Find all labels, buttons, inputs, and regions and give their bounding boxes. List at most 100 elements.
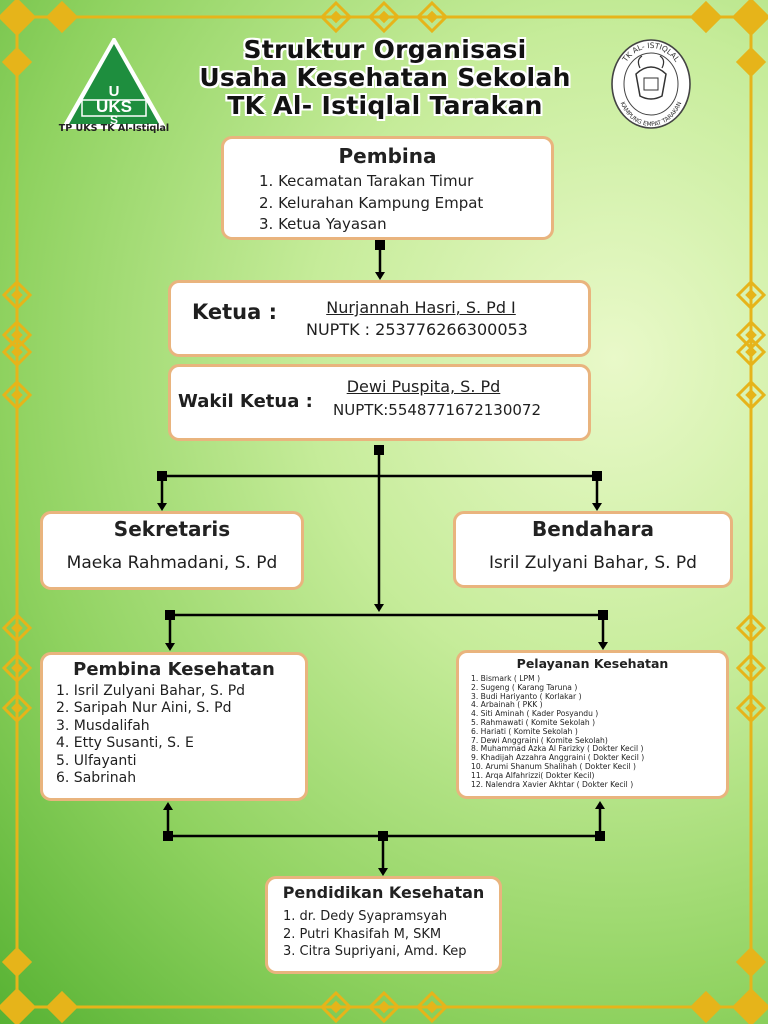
list-item: 2. Sugeng ( Karang Taruna )	[471, 682, 578, 692]
list-item: 2. Putri Khasifah M, SKM	[283, 926, 442, 942]
pembina-title: Pembina	[338, 144, 437, 168]
list-item: 1. dr. Dedy Syapramsyah	[283, 909, 448, 924]
title-line-3: TK Al- Istiqlal Tarakan	[227, 91, 543, 120]
arrow-down	[157, 503, 167, 511]
frame-diamond-core	[745, 622, 757, 634]
list-item: 12. Nalendra Xavier Akhtar ( Dokter Keci…	[471, 779, 634, 789]
pendidikan-kesehatan-title: Pendidikan Kesehatan	[282, 883, 485, 902]
frame-diamond	[735, 46, 767, 78]
arrow-down	[375, 272, 385, 280]
frame-diamond-core	[11, 662, 23, 674]
arrow-down	[378, 868, 388, 876]
frame-diamond-core	[745, 702, 757, 714]
arrow-down	[592, 503, 602, 511]
list-item: 3. Ketua Yayasan	[259, 215, 387, 233]
bendahara-box: Bendahara Isril Zulyani Bahar, S. Pd	[453, 511, 733, 588]
ketua-label: Ketua :	[192, 300, 278, 324]
frame-diamond	[735, 279, 767, 311]
title-line-1: Struktur Organisasi	[243, 35, 527, 64]
list-item: 5. Rahmawati ( Komite Sekolah )	[471, 717, 596, 727]
list-item: 11. Arqa Alfahrizzi( Dokter Kecil)	[471, 770, 595, 780]
list-item: 3. Citra Supriyani, Amd. Kep	[283, 944, 467, 959]
frame-diamond-core	[745, 662, 757, 674]
frame-diamond-core	[377, 10, 391, 24]
list-item: 2. Saripah Nur Aini, S. Pd	[56, 700, 232, 717]
frame-diamond	[1, 46, 33, 78]
frame-diamond-core	[11, 346, 23, 358]
wakil-ketua-name: Dewi Puspita, S. Pd	[346, 377, 501, 396]
arrow-down	[165, 643, 175, 651]
list-item: 6. Hariati ( Komite Sekolah )	[471, 726, 578, 736]
frame-diamond-core	[745, 346, 757, 358]
frame-diamond	[1, 652, 33, 684]
frame-diamond-core	[377, 1000, 391, 1014]
frame-diamond	[731, 987, 768, 1024]
pembina-kesehatan-title: Pembina Kesehatan	[73, 659, 275, 680]
frame-diamond	[735, 946, 767, 978]
bendahara-name: Isril Zulyani Bahar, S. Pd	[489, 553, 697, 573]
frame-diamond-core	[11, 389, 23, 401]
pendidikan-kesehatan-list: 1. dr. Dedy Syapramsyah 2. Putri Khasifa…	[283, 908, 499, 961]
frame-diamond	[689, 0, 723, 34]
frame-diamond	[415, 990, 449, 1024]
pembina-kesehatan-list: 1. Isril Zulyani Bahar, S. Pd 2. Saripah…	[56, 683, 305, 787]
arrow-down	[598, 642, 608, 650]
svg-text:U: U	[109, 83, 120, 100]
list-item: 1. Bismark ( LPM )	[471, 674, 541, 683]
list-item: 1. Kecamatan Tarakan Timur	[259, 172, 474, 190]
frame-diamond	[1, 946, 33, 978]
ketua-name: Nurjannah Hasri, S. Pd I	[326, 298, 516, 317]
title-line-2: Usaha Kesehatan Sekolah	[199, 63, 571, 92]
frame-diamond	[1, 692, 33, 724]
frame-diamond	[735, 692, 767, 724]
frame-diamond-core	[745, 289, 757, 301]
school-seal: TK AL- ISTIQLAL KAMPUNG EMPAT TARAKAN	[611, 39, 691, 129]
list-item: 6. Sabrinah	[56, 770, 137, 787]
ketua-nuptk: NUPTK : 253776266300053	[306, 320, 528, 339]
frame-diamond-core	[329, 10, 343, 24]
frame-diamond	[319, 0, 353, 34]
frame-diamond	[735, 379, 767, 411]
frame-diamond	[1, 379, 33, 411]
frame-diamond	[367, 990, 401, 1024]
pelayanan-kesehatan-box: Pelayanan Kesehatan 1. Bismark ( LPM ) 2…	[456, 650, 729, 799]
frame-diamond	[0, 0, 37, 37]
frame-diamond	[731, 0, 768, 37]
frame-diamond	[0, 987, 37, 1024]
pembina-box: Pembina 1. Kecamatan Tarakan Timur 2. Ke…	[221, 136, 554, 240]
frame-diamond-core	[745, 389, 757, 401]
uks-logo-text: UKS	[96, 97, 132, 116]
frame-diamond-core	[11, 702, 23, 714]
frame-diamond	[415, 0, 449, 34]
frame-diamond-core	[329, 1000, 343, 1014]
arrow-down	[374, 604, 384, 612]
pendidikan-kesehatan-box: Pendidikan Kesehatan 1. dr. Dedy Syapram…	[265, 876, 502, 974]
sekretaris-name: Maeka Rahmadani, S. Pd	[66, 553, 278, 573]
pembina-list: 1. Kecamatan Tarakan Timur 2. Kelurahan …	[259, 171, 551, 236]
pelayanan-kesehatan-list: 1. Bismark ( LPM ) 2. Sugeng ( Karang Ta…	[471, 674, 726, 789]
frame-diamond-core	[11, 622, 23, 634]
connector-lines	[157, 240, 608, 876]
frame-diamond-core	[745, 329, 757, 341]
list-item: 1. Isril Zulyani Bahar, S. Pd	[56, 683, 246, 699]
frame-diamond-core	[425, 10, 439, 24]
list-item: 8. Muhammad Azka Al Farizky ( Dokter Kec…	[471, 744, 644, 754]
frame-diamond-core	[11, 329, 23, 341]
sekretaris-title: Sekretaris	[113, 517, 231, 541]
list-item: 10. Arumi Shanum Shalihah ( Dokter Kecil…	[471, 761, 636, 771]
list-item: 5. Ulfayanti	[56, 752, 137, 769]
wakil-ketua-box: Wakil Ketua : Dewi Puspita, S. Pd NUPTK:…	[168, 364, 591, 441]
uks-logo: U UKS S	[62, 38, 166, 129]
wakil-ketua-nuptk: NUPTK:5548771672130072	[333, 401, 541, 419]
frame-diamond	[45, 990, 79, 1024]
list-item: 3. Musdalifah	[56, 717, 150, 734]
pembina-kesehatan-box: Pembina Kesehatan 1. Isril Zulyani Bahar…	[40, 652, 308, 801]
list-item: 4. Etty Susanti, S. E	[56, 735, 194, 752]
frame-diamond	[735, 612, 767, 644]
frame-diamond-core	[11, 289, 23, 301]
frame-diamond	[319, 990, 353, 1024]
sekretaris-box: Sekretaris Maeka Rahmadani, S. Pd	[40, 511, 304, 590]
